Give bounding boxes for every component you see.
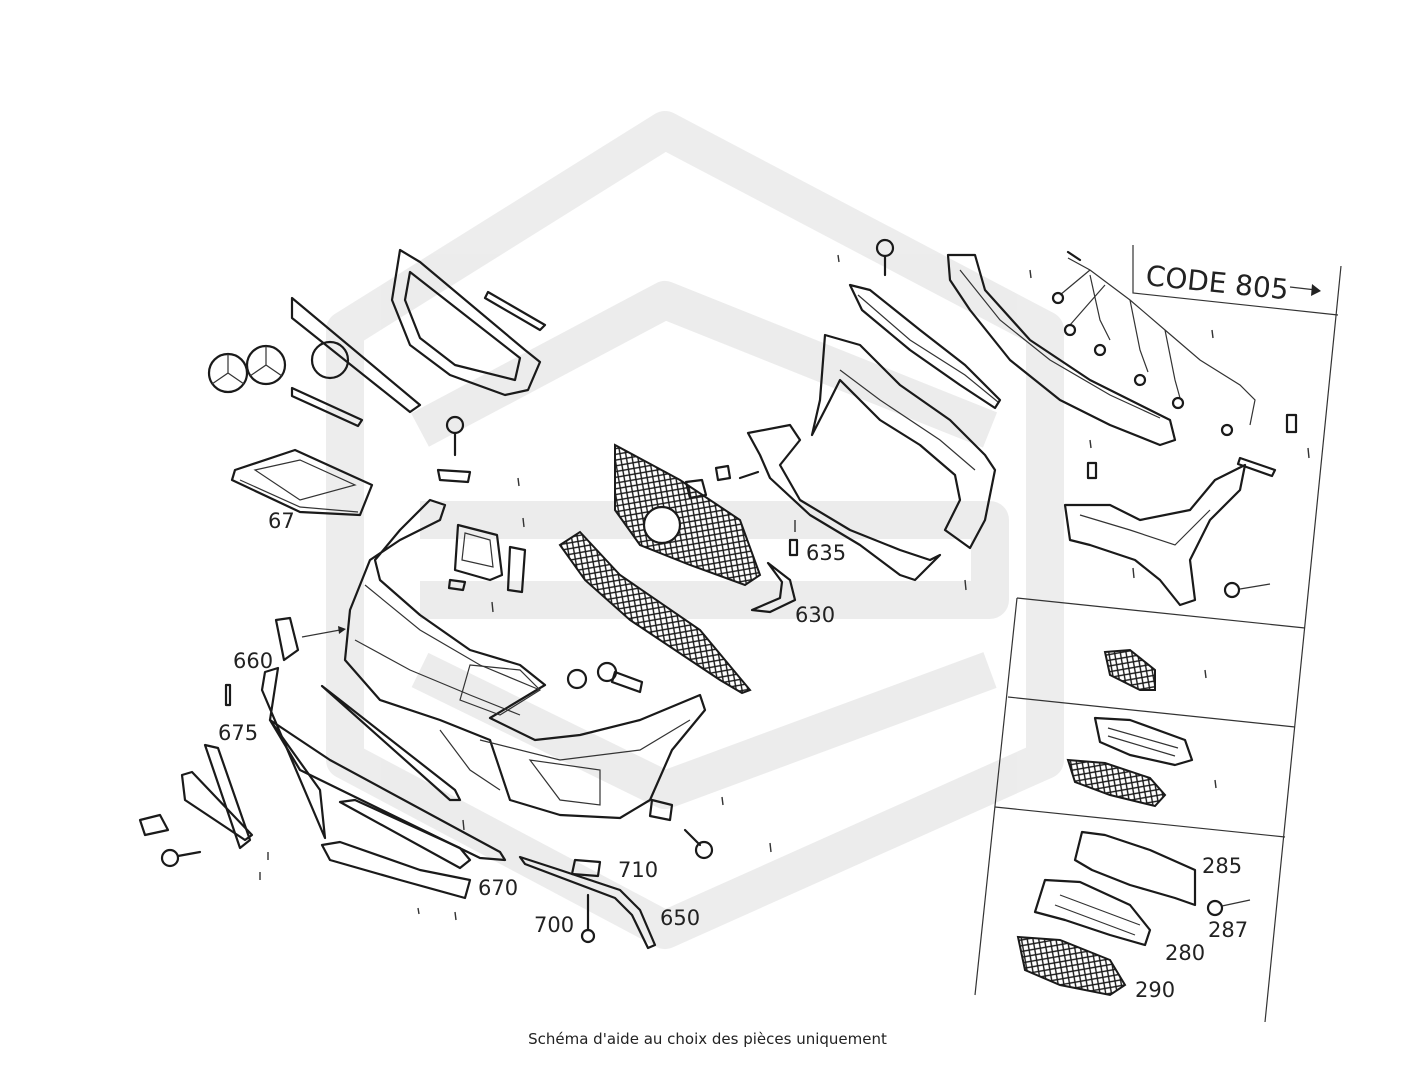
fasteners-left-bottom — [138, 813, 202, 868]
star-emblem-parts — [207, 296, 422, 428]
grille-surround-upper — [390, 248, 547, 397]
tick-marks — [259, 254, 1310, 921]
front-carrier-frame — [746, 333, 997, 582]
lower-trim-strips — [180, 666, 507, 900]
callout-287: 287 — [1208, 918, 1248, 942]
part-67-module — [230, 448, 374, 517]
callout-700: 700 — [534, 913, 574, 937]
wiring-harness — [1051, 250, 1256, 437]
callout-670: 670 — [478, 876, 518, 900]
callout-710: 710 — [618, 858, 658, 882]
part-675-clip — [224, 683, 232, 707]
code-805-label: CODE 805 — [1144, 259, 1290, 306]
impact-beam — [946, 253, 1177, 447]
arrow-right-icon — [1289, 284, 1321, 296]
panel-mesh-insert-b — [1066, 716, 1194, 808]
part-700-screw — [580, 893, 596, 944]
part-710-clip — [570, 858, 602, 878]
panel-lower-inserts — [1016, 830, 1251, 997]
callout-660: 660 — [233, 649, 273, 673]
part-650-trim — [518, 855, 657, 950]
upper-reinforcement — [848, 283, 1002, 410]
grille-clips — [684, 464, 760, 500]
callout-290: 290 — [1135, 978, 1175, 1002]
fasteners-upper — [436, 415, 520, 487]
callout-675: 675 — [218, 721, 258, 745]
diamond-grille — [614, 443, 762, 587]
callout-285: 285 — [1202, 854, 1242, 878]
screw-top — [875, 238, 895, 277]
callout-630: 630 — [795, 603, 835, 627]
option-panel-frame — [974, 245, 1342, 1023]
code-805-text: CODE 805 — [1144, 259, 1290, 306]
part-630-bracket — [750, 561, 797, 614]
side-bracket-right — [1063, 456, 1277, 607]
diagram-caption: Schéma d'aide au choix des pièces unique… — [528, 1030, 887, 1048]
parking-sensors-center — [566, 661, 644, 694]
panel-mesh-insert-a — [1103, 648, 1156, 691]
part-660-cover — [274, 616, 346, 662]
callout-650: 650 — [660, 906, 700, 930]
callout-635: 635 — [806, 541, 846, 565]
sensor-bracket — [447, 517, 527, 613]
part-635-clip — [788, 520, 799, 557]
callout-67: 67 — [268, 509, 295, 533]
clips-right — [1086, 413, 1298, 480]
front-bumper-cover — [343, 498, 707, 820]
lower-grille-mesh — [558, 530, 752, 695]
fasteners-center-bottom — [648, 798, 714, 860]
callout-280: 280 — [1165, 941, 1205, 965]
